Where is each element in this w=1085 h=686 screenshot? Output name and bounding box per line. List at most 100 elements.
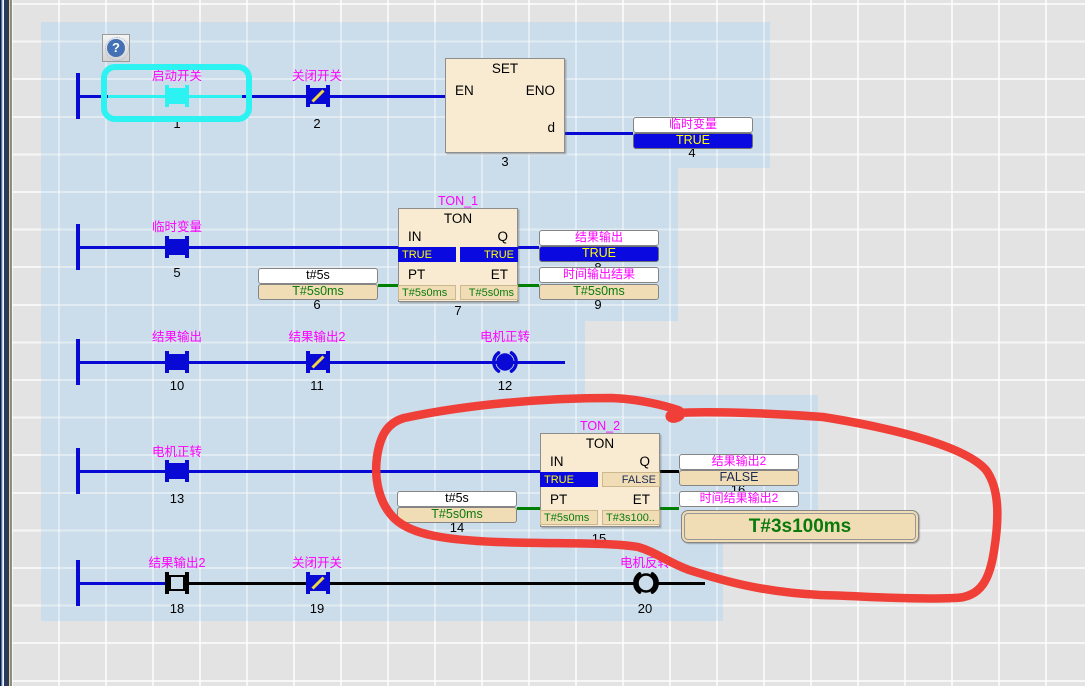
window-left-frame	[0, 0, 12, 686]
variable-label: 结果输出	[151, 330, 203, 344]
pin-value-q: FALSE	[602, 472, 660, 487]
contact-bar-icon	[185, 572, 189, 594]
output-value-box[interactable]: T#5s0ms	[539, 284, 659, 300]
pin-value-pt: T#5s0ms	[398, 285, 456, 300]
pin-value-q: TRUE	[460, 247, 518, 262]
pin-en: EN	[455, 83, 474, 98]
variable-label: 电机正转	[151, 445, 203, 459]
contact-bar-icon	[185, 85, 189, 107]
contact-no-off[interactable]	[165, 572, 189, 594]
step-number: 4	[688, 145, 696, 160]
power-rail	[76, 448, 80, 494]
wire	[660, 469, 679, 473]
step-number: 12	[497, 378, 513, 393]
pin-value-et: T#3s100..	[602, 510, 660, 525]
variable-label: 结果输出2	[288, 330, 346, 344]
power-rail	[76, 73, 80, 119]
output-variable-box[interactable]: 结果输出	[539, 230, 659, 246]
wire	[658, 581, 705, 585]
coil-on[interactable]	[491, 349, 519, 375]
ton1-function-block[interactable]: TON IN Q PT ET TRUE TRUE T#5s0ms T#5s0ms	[398, 208, 518, 302]
wire	[565, 131, 633, 135]
ton2-function-block[interactable]: TON IN Q PT ET TRUE FALSE T#5s0ms T#3s10…	[540, 433, 660, 527]
pin-d: d	[547, 120, 555, 135]
variable-label: 结果输出2	[148, 556, 206, 570]
pin-value-et: T#5s0ms	[460, 285, 518, 300]
help-dotted-ring-icon	[105, 37, 129, 61]
coil-off[interactable]	[632, 570, 660, 596]
variable-label: 关闭开关	[291, 69, 343, 83]
set-function-block[interactable]: SET EN ENO d	[445, 58, 565, 153]
step-number: 18	[169, 601, 185, 616]
contact-nc[interactable]	[306, 572, 330, 594]
contact-square-icon	[169, 88, 185, 104]
contact-bar-icon	[165, 351, 169, 373]
output-value-box[interactable]: FALSE	[679, 470, 799, 486]
contact-square-icon	[169, 463, 185, 479]
pin-value-in: TRUE	[540, 472, 598, 487]
block-title: TON	[585, 436, 615, 451]
output-variable-box[interactable]: 临时变量	[633, 117, 753, 133]
wire	[80, 245, 398, 249]
step-number: 19	[309, 601, 325, 616]
step-number: 10	[169, 378, 185, 393]
help-button[interactable]: ?	[102, 34, 130, 62]
power-rail	[76, 560, 80, 606]
variable-label: 电机正转	[479, 330, 531, 344]
pin-q: Q	[497, 229, 508, 244]
nc-slash-icon	[311, 89, 325, 103]
contact-bar-icon	[326, 85, 330, 107]
variable-label: 启动开关	[151, 69, 203, 83]
contact-bar-icon	[165, 460, 169, 482]
contact-bar-icon	[165, 236, 169, 258]
contact-no[interactable]	[165, 460, 189, 482]
monitored-value-box[interactable]: T#3s100ms	[681, 510, 919, 543]
step-number: 5	[173, 265, 181, 280]
step-number: 2	[313, 116, 321, 131]
pin-pt: PT	[408, 267, 426, 282]
output-variable-box[interactable]: 时间输出结果	[539, 267, 659, 283]
wire	[80, 94, 445, 98]
output-value-box[interactable]: TRUE	[633, 133, 753, 149]
pin-et: ET	[632, 492, 650, 507]
contact-no-selected[interactable]	[165, 85, 189, 107]
contact-no[interactable]	[165, 236, 189, 258]
wire-time	[378, 283, 398, 287]
contact-square-icon	[169, 354, 185, 370]
block-instance-name: TON_2	[579, 419, 621, 433]
step-number: 9	[594, 297, 602, 312]
contact-bar-icon	[185, 236, 189, 258]
contact-bar-icon	[326, 351, 330, 373]
step-number: 7	[454, 303, 462, 318]
wire-time	[518, 283, 539, 287]
output-value-box[interactable]: TRUE	[539, 246, 659, 262]
input-value-box[interactable]: T#5s0ms	[258, 284, 378, 300]
step-number: 15	[591, 531, 607, 546]
contact-bar-icon	[165, 572, 169, 594]
nc-slash-icon	[311, 576, 325, 590]
wire	[189, 581, 634, 585]
block-title: TON	[443, 211, 473, 226]
monitored-value: T#3s100ms	[684, 513, 916, 540]
nc-slash-icon	[311, 355, 325, 369]
wire-time	[660, 506, 679, 510]
power-rail	[76, 339, 80, 385]
wire	[80, 581, 166, 585]
step-number: 20	[637, 601, 653, 616]
contact-no[interactable]	[165, 351, 189, 373]
step-number: 3	[501, 154, 509, 169]
output-variable-box[interactable]: 时间结果输出2	[679, 491, 799, 507]
step-number: 11	[310, 378, 324, 393]
contact-square-icon	[169, 575, 185, 591]
input-value-box[interactable]: T#5s0ms	[397, 507, 517, 523]
input-expression-box[interactable]: t#5s	[397, 491, 517, 507]
output-variable-box[interactable]: 结果输出2	[679, 454, 799, 470]
step-number: 13	[169, 491, 185, 506]
contact-bar-icon	[326, 572, 330, 594]
help-question-icon: ?	[107, 39, 125, 57]
contact-nc[interactable]	[306, 85, 330, 107]
input-expression-box[interactable]: t#5s	[258, 268, 378, 284]
pin-pt: PT	[550, 492, 568, 507]
contact-nc[interactable]	[306, 351, 330, 373]
